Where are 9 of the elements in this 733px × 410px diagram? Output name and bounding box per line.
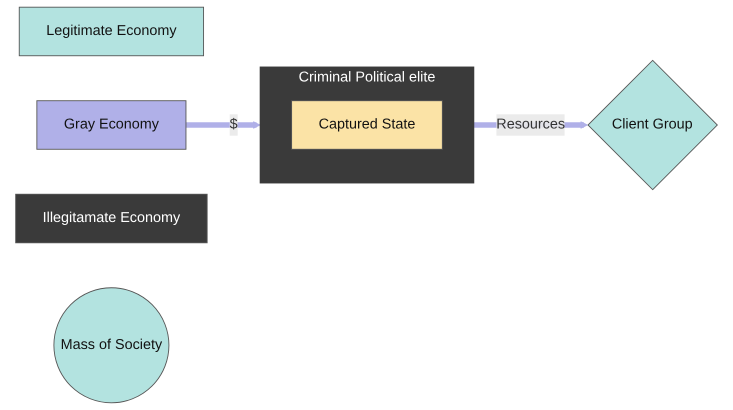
node-box: Captured State (291, 100, 443, 150)
node-circle: Mass of Society (53, 287, 170, 404)
node-box: Legitimate Economy (18, 6, 204, 56)
edge-label: $ (230, 116, 238, 132)
arrow (186, 121, 260, 129)
edge-label: Resources (496, 116, 566, 132)
node-box: Gray Economy (36, 100, 186, 150)
node-diamond: Client Group (587, 60, 718, 190)
node-box: Illegitamate Economy (15, 194, 208, 244)
